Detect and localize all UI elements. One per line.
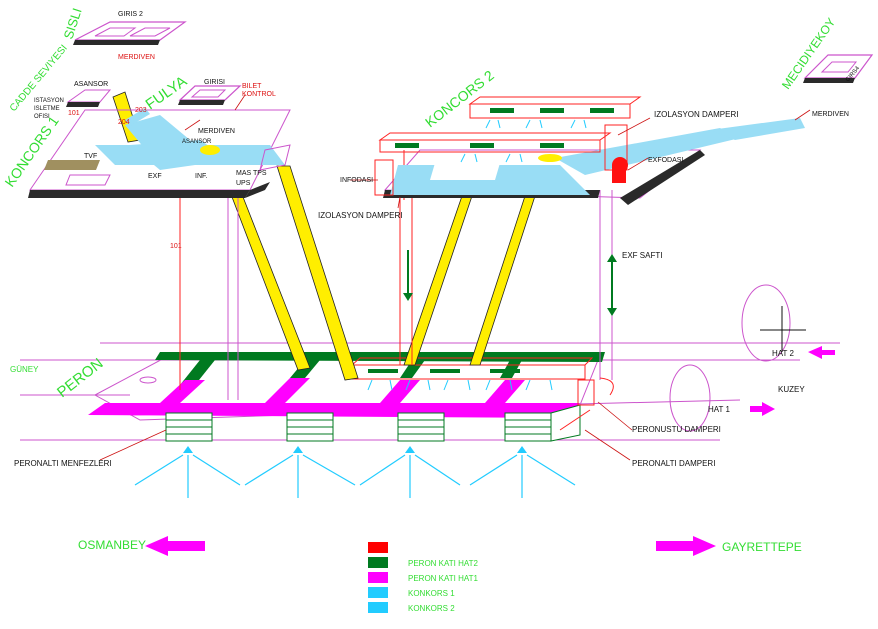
tunnel-ellipses bbox=[669, 284, 791, 432]
label-exfodasi: EXFODASI bbox=[648, 157, 683, 164]
koncors2-left-riser bbox=[374, 159, 394, 196]
legend-label-hat2: PERON KATI HAT2 bbox=[408, 559, 478, 568]
crosshair-marker bbox=[760, 306, 806, 352]
label-tvf: TVF bbox=[84, 153, 97, 160]
labels: SISLI GIRIS 2 MERDIVEN CADDE SEVIYESI AS… bbox=[1, 6, 861, 554]
label-fulya: FULYA bbox=[143, 73, 191, 113]
label-kuzey: KUZEY bbox=[778, 385, 805, 394]
legend-label-konkors1: KONKORS 1 bbox=[408, 589, 455, 598]
label-koncors1: KONCORS 1 bbox=[1, 113, 62, 190]
label-izolasyon-top: IZOLASYON DAMPERI bbox=[654, 110, 738, 119]
label-peronustu-damperi: PERONUSTU DAMPERI bbox=[632, 425, 721, 434]
label-istasyon: ISTASYON bbox=[34, 98, 64, 104]
label-osmanbey: OSMANBEY bbox=[78, 538, 146, 552]
peronalti-grilles bbox=[165, 404, 581, 442]
label-girisi: GIRISI bbox=[204, 79, 225, 86]
label-exf: EXF bbox=[148, 173, 162, 180]
gayrettepe-arrow[interactable] bbox=[656, 536, 716, 556]
label-inf: INF. bbox=[195, 173, 208, 180]
label-merdiven-top: MERDIVEN bbox=[118, 54, 155, 61]
grille-3 bbox=[397, 412, 445, 442]
label-peronalti-menfezleri: PERONALTI MENFEZLERI bbox=[14, 459, 112, 468]
street-entrance-sisli bbox=[73, 21, 187, 45]
vertical-shafts bbox=[227, 190, 613, 400]
leader-lines bbox=[99, 94, 811, 461]
underfloor-arrowheads bbox=[183, 446, 527, 453]
label-exf-safti: EXF SAFTI bbox=[622, 251, 662, 260]
label-203: 203 bbox=[135, 107, 147, 114]
street-entrance-mecidiyekoy bbox=[803, 54, 874, 83]
label-merdiven-k1: MERDIVEN bbox=[198, 128, 235, 135]
grille-1 bbox=[165, 412, 213, 442]
legend-swatch-hat1 bbox=[368, 572, 388, 583]
platform-duct-hat2 bbox=[155, 352, 605, 385]
peronustu-diffuser-arrows bbox=[367, 379, 553, 391]
label-izolasyon-left: IZOLASYON DAMPERI bbox=[318, 211, 402, 220]
label-ups: UPS bbox=[236, 180, 251, 187]
underfloor-air-arrows bbox=[134, 454, 576, 498]
legend-label-hat1: PERON KATI HAT1 bbox=[408, 574, 478, 583]
label-kontrol: KONTROL bbox=[242, 91, 276, 98]
legend-swatch-red bbox=[368, 542, 388, 553]
label-gayrettepe: GAYRETTEPE bbox=[722, 540, 802, 554]
label-204: 204 bbox=[118, 119, 130, 126]
label-mas-tps: MAS TPS bbox=[236, 170, 267, 177]
legend-swatch-hat2 bbox=[368, 557, 388, 568]
grille-2 bbox=[286, 412, 334, 442]
label-peronalti-damperi: PERONALTI DAMPERI bbox=[632, 459, 715, 468]
label-koncors2: KONCORS 2 bbox=[422, 67, 497, 131]
koncors2-diffusers bbox=[460, 119, 587, 163]
koncors1-slab bbox=[28, 109, 291, 198]
label-ofisi: OFISI bbox=[34, 114, 50, 120]
legend: PERON KATI HAT2 PERON KATI HAT1 KONKORS … bbox=[368, 542, 478, 613]
platform-duct-hat1 bbox=[88, 378, 580, 418]
hat1-arrow[interactable] bbox=[750, 402, 775, 416]
street-entrance-fulya bbox=[178, 85, 242, 105]
label-guney: GÜNEY bbox=[10, 365, 39, 374]
label-asansor-k1: ASANSOR bbox=[182, 139, 212, 145]
koncors2-exhaust-duct bbox=[378, 96, 642, 183]
label-hat1: HAT 1 bbox=[708, 405, 730, 414]
label-bilet: BILET bbox=[242, 83, 262, 90]
label-isletme: ISLETME bbox=[34, 106, 60, 112]
street-entrance-asansor bbox=[66, 89, 112, 107]
label-hat2: HAT 2 bbox=[772, 349, 794, 358]
label-giris2: GIRIS 2 bbox=[118, 11, 143, 18]
legend-swatch-konkors2 bbox=[368, 602, 388, 613]
label-infodasi: INFODASI bbox=[340, 177, 373, 184]
label-peron: PERON bbox=[54, 355, 107, 401]
peronustu-damper-box bbox=[559, 377, 614, 431]
legend-swatch-konkors1 bbox=[368, 587, 388, 598]
osmanbey-arrow[interactable] bbox=[145, 536, 205, 556]
hat2-arrow[interactable] bbox=[808, 346, 835, 359]
label-101-mid: 101 bbox=[170, 243, 182, 250]
shaft-arrows bbox=[403, 250, 617, 316]
inclined-escalators bbox=[112, 91, 536, 381]
legend-label-konkors2: KONKORS 2 bbox=[408, 604, 455, 613]
label-merdiven-right: MERDIVEN bbox=[812, 111, 849, 118]
grille-4 bbox=[504, 412, 552, 442]
label-asansor: ASANSOR bbox=[74, 81, 108, 88]
k1-stair-arrow bbox=[125, 108, 150, 126]
koncors2-slab bbox=[383, 118, 805, 205]
label-sisli: SISLI bbox=[61, 6, 85, 41]
label-101: 101 bbox=[68, 110, 80, 117]
